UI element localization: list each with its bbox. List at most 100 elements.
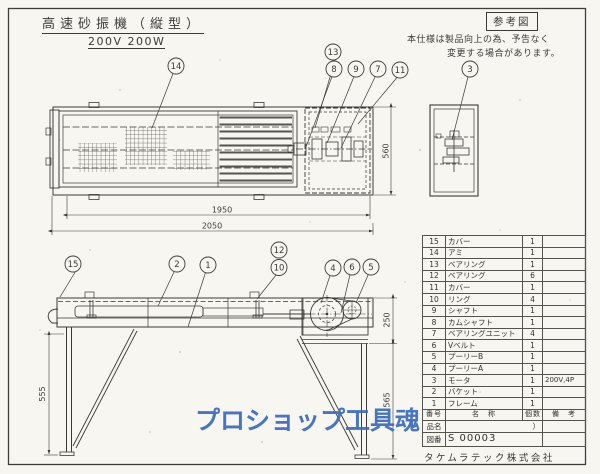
part-name: プーリーB <box>445 350 523 364</box>
part-no: 5 <box>422 350 446 364</box>
part-qty: 1 <box>522 362 543 376</box>
part-balloons: 14 13 8 9 7 11 3 15 <box>64 43 479 277</box>
part-remarks <box>542 397 586 410</box>
part-name: カムシャフト <box>445 316 523 329</box>
dim-1950: 1950 <box>212 206 232 215</box>
part-qty: 1 <box>522 316 543 329</box>
part-no: 3 <box>422 374 446 387</box>
drive-mechanism-box <box>287 107 372 194</box>
balloon-1: 1 <box>199 256 217 274</box>
dimensions <box>44 102 397 460</box>
balloon-7: 7 <box>369 60 387 78</box>
svg-text:13: 13 <box>328 48 339 58</box>
part-remarks <box>542 235 586 248</box>
part-no: 1 <box>422 397 446 410</box>
balloon-5: 5 <box>362 258 380 276</box>
part-name: ベアリング <box>445 258 523 271</box>
svg-text:5: 5 <box>368 263 373 273</box>
plan-view <box>45 102 374 200</box>
part-name: シャフト <box>445 304 523 318</box>
svg-text:4: 4 <box>330 264 335 274</box>
svg-text:14: 14 <box>171 62 182 72</box>
part-remarks <box>542 316 586 329</box>
item-name-row: 品名 ） <box>422 419 586 433</box>
balloon-10: 10 <box>270 259 288 276</box>
part-name: プーリーA <box>445 362 523 376</box>
part-remarks <box>542 258 586 271</box>
header-remarks: 備 考 <box>542 408 586 421</box>
svg-text:15: 15 <box>68 260 79 270</box>
mesh-screen-patches <box>78 127 210 172</box>
part-name: アミ <box>445 246 523 260</box>
part-no: 10 <box>422 292 446 306</box>
dimension-labels: 1950 2050 560 250 555 565 <box>38 143 392 407</box>
motor-end-view <box>429 104 479 197</box>
header-no: 番号 <box>422 408 446 421</box>
dim-250: 250 <box>383 312 392 327</box>
svg-text:10: 10 <box>274 264 285 274</box>
part-name: リング <box>445 292 523 306</box>
drawing-no-remarks <box>542 431 586 447</box>
part-remarks <box>542 385 586 399</box>
svg-text:9: 9 <box>353 65 358 75</box>
drawing-no-label: 図番 <box>422 431 446 447</box>
part-remarks <box>542 327 586 341</box>
part-qty: 4 <box>522 292 543 306</box>
svg-text:11: 11 <box>395 66 406 76</box>
balloon-12: 12 <box>270 241 288 259</box>
svg-text:2: 2 <box>174 260 179 270</box>
part-qty: 1 <box>522 304 543 318</box>
part-qty: 1 <box>522 281 543 294</box>
part-no: 7 <box>422 327 446 341</box>
part-remarks <box>542 281 586 294</box>
part-no: 6 <box>422 339 446 352</box>
dim-555: 555 <box>38 386 47 401</box>
part-qty: 1 <box>522 339 543 352</box>
part-qty: 1 <box>522 258 543 271</box>
part-name: ベアリング <box>445 269 523 283</box>
part-no: 8 <box>422 316 446 329</box>
svg-text:3: 3 <box>467 65 472 75</box>
part-qty: 1 <box>522 350 543 364</box>
part-remarks <box>542 362 586 376</box>
part-remarks <box>542 304 586 318</box>
part-remarks <box>542 292 586 306</box>
balloon-3: 3 <box>461 60 479 78</box>
balloon-8: 8 <box>325 60 343 78</box>
part-name: ベアリングユニット <box>445 327 523 341</box>
header-qty: 個数 <box>522 408 543 421</box>
item-name-value: ） <box>445 419 543 433</box>
part-no: 2 <box>422 385 446 399</box>
balloon-4: 4 <box>324 259 342 277</box>
balloon-13: 13 <box>324 43 342 61</box>
part-no: 14 <box>422 246 446 260</box>
disclaimer-note-line2: 変更する場合があります。 <box>447 49 561 59</box>
header-name: 名 称 <box>445 408 523 421</box>
drawing-title: 高速砂振機（縦型） <box>42 13 205 34</box>
part-remarks <box>542 339 586 352</box>
item-name-remarks <box>542 419 586 433</box>
part-no: 9 <box>422 304 446 318</box>
balloon-14: 14 <box>167 57 185 75</box>
side-view <box>47 291 374 459</box>
part-name: フレーム <box>445 397 523 410</box>
sheet-border-frame <box>7 7 587 466</box>
balloon-6: 6 <box>343 258 361 276</box>
part-name: モータ <box>445 374 523 387</box>
part-name: カバー <box>445 235 523 248</box>
left-leg <box>59 327 138 456</box>
dim-560: 560 <box>382 143 391 158</box>
balloon-15: 15 <box>64 255 82 273</box>
part-name: Vベルト <box>445 339 523 352</box>
svg-text:8: 8 <box>331 65 336 75</box>
balloon-leaders <box>59 59 469 328</box>
